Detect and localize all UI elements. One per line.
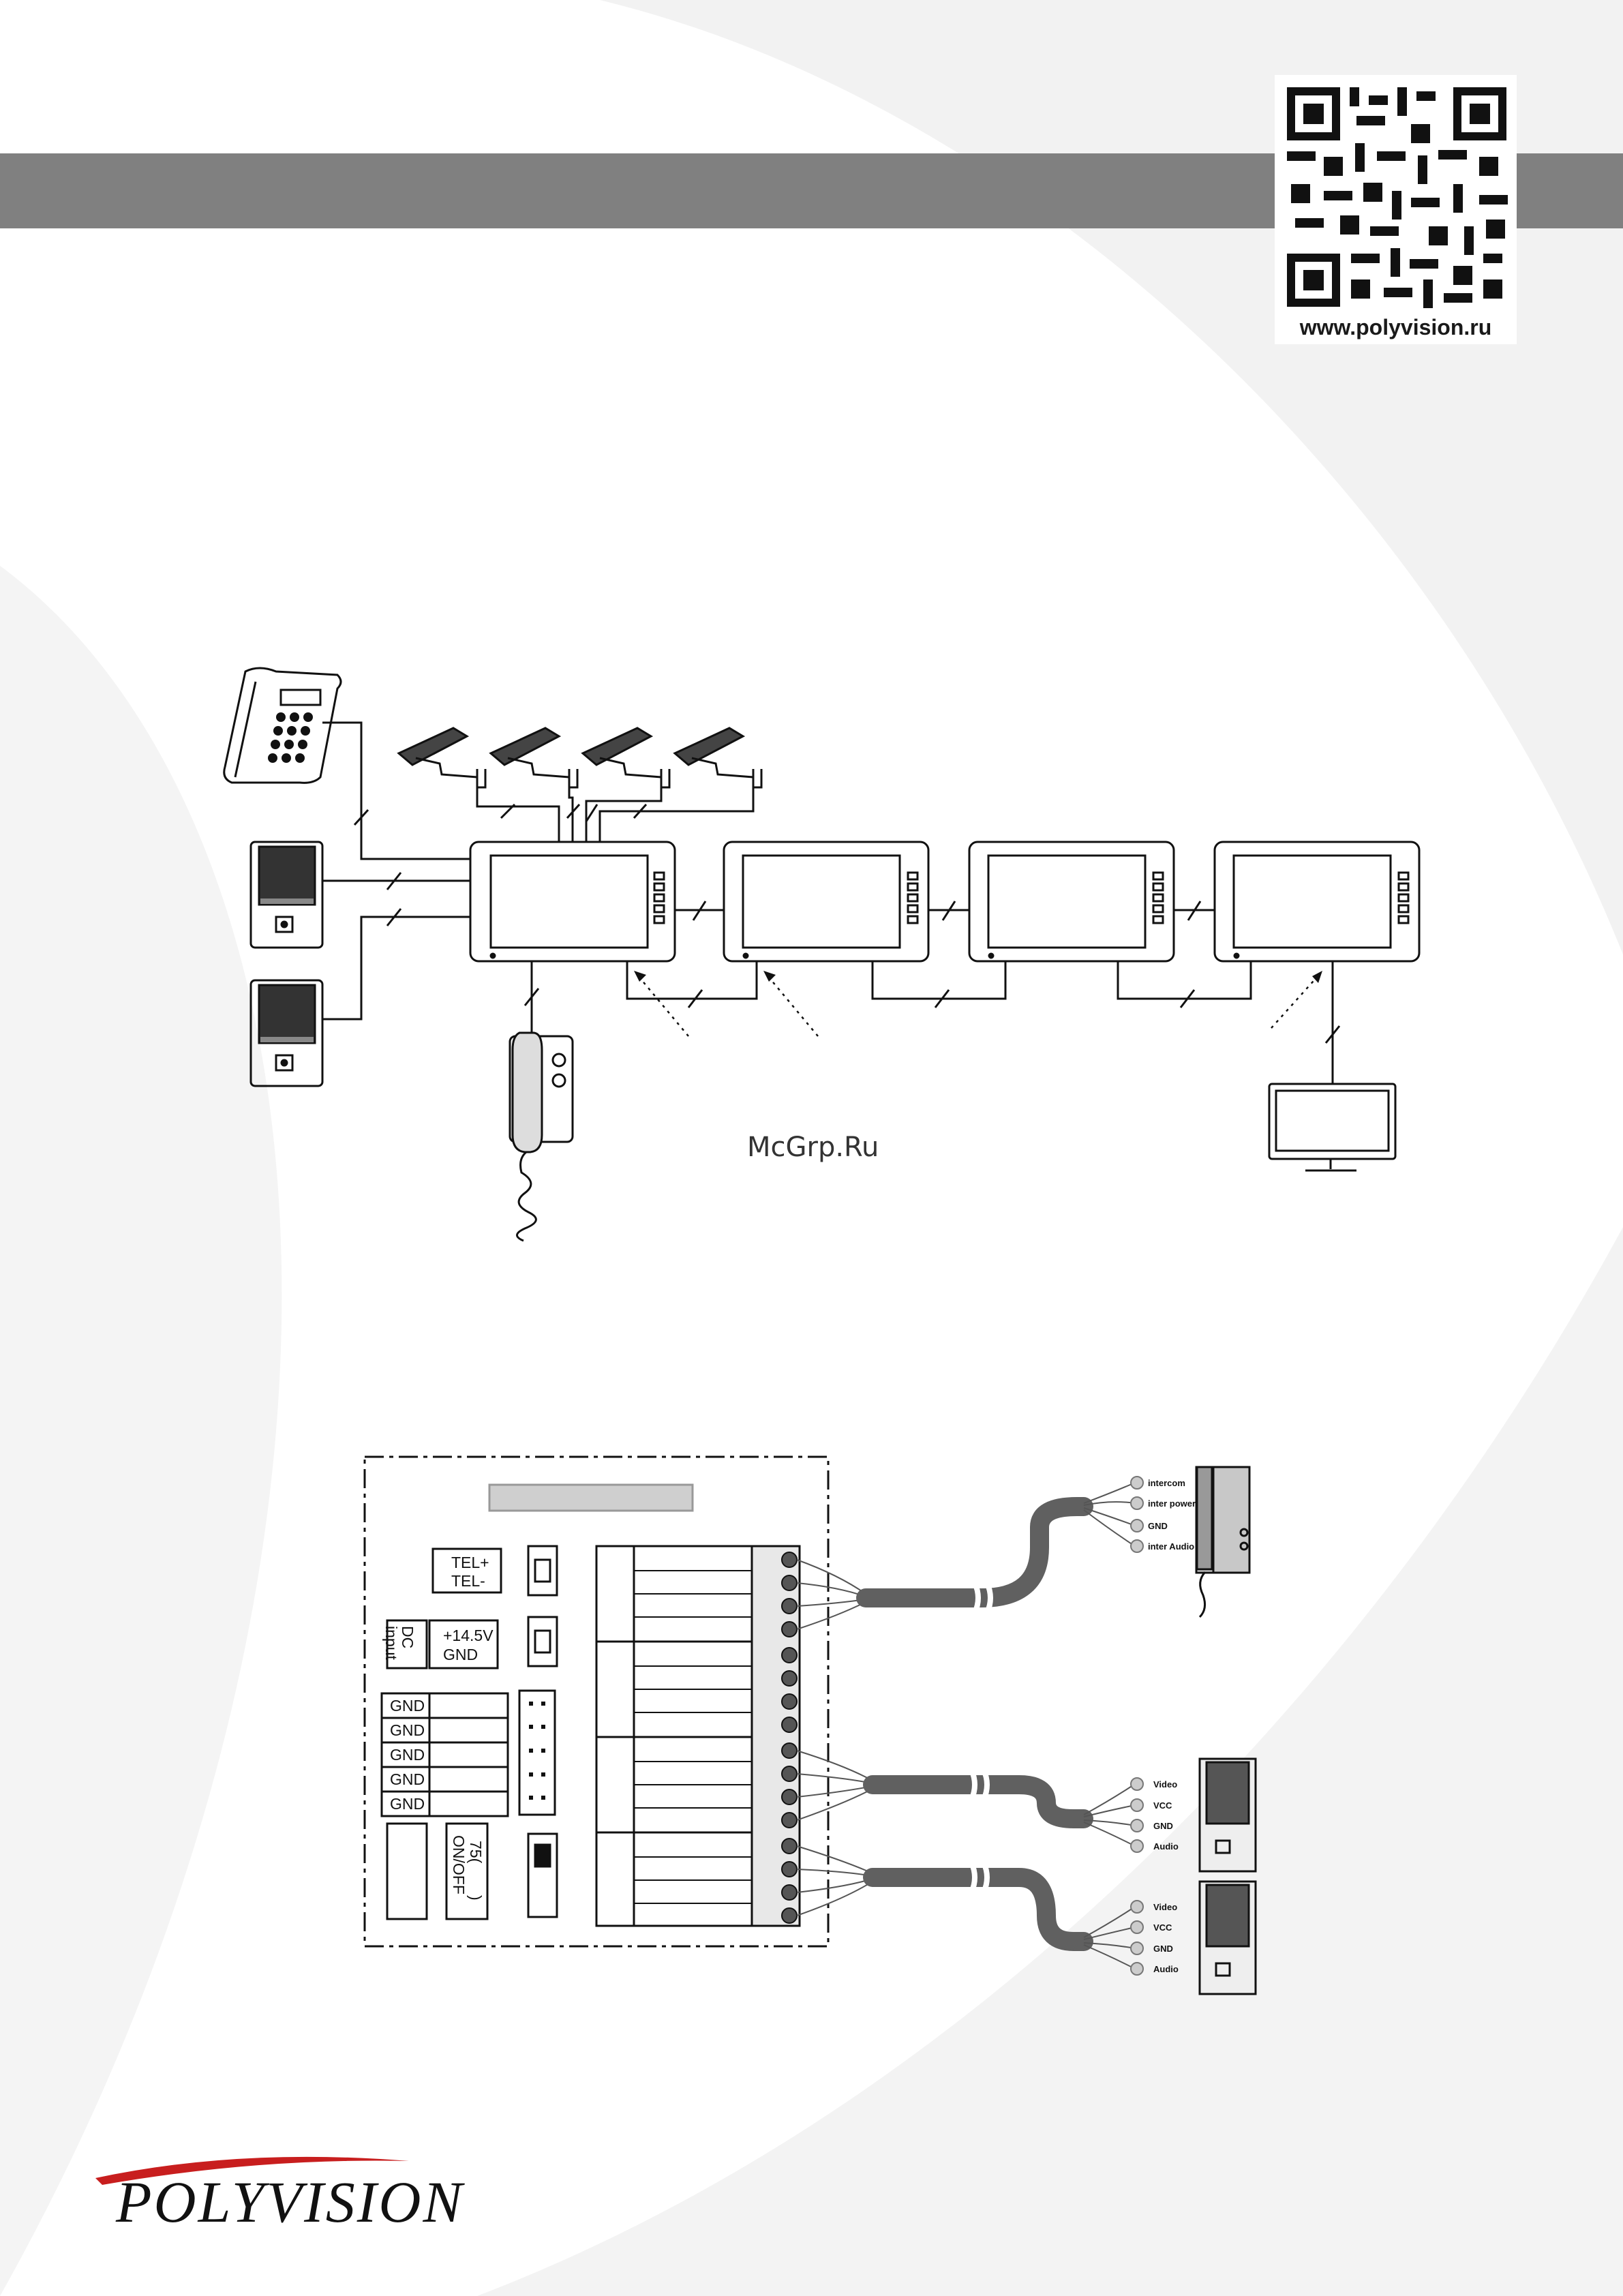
slave-monitor-icon-2 xyxy=(969,842,1174,961)
input-label: input xyxy=(382,1626,400,1660)
door-station-icon-2 xyxy=(251,980,322,1086)
gnd-label-5: GND xyxy=(390,1795,425,1813)
door-station-icon-4 xyxy=(1200,1882,1256,1994)
door-terminal-audio-1: Audio xyxy=(1153,1841,1179,1852)
tel-plus-label: TEL+ xyxy=(451,1554,489,1571)
brand-logo: POLYVISION xyxy=(116,2168,464,2236)
slave-monitor-icon-1 xyxy=(724,842,928,961)
door-terminal-gnd-2: GND xyxy=(1153,1944,1173,1954)
door-station-icon-3 xyxy=(1200,1759,1256,1871)
gnd-label-power: GND xyxy=(443,1646,478,1663)
camera-icon-4 xyxy=(675,728,761,787)
tv-monitor-icon xyxy=(1269,1084,1395,1170)
voltage-label: +14.5V xyxy=(443,1627,494,1644)
door-station-icon-1 xyxy=(251,842,322,948)
audio-handset-icon xyxy=(1196,1467,1249,1617)
door-terminal-vcc-1: VCC xyxy=(1153,1800,1172,1811)
indoor-handset-icon xyxy=(510,1033,573,1241)
panel-label-strip xyxy=(489,1485,693,1511)
door-terminal-video-1: Video xyxy=(1153,1779,1177,1789)
handset-terminal-1: intercom xyxy=(1148,1478,1185,1488)
dc-label: DC xyxy=(399,1626,416,1648)
gnd-label-4: GND xyxy=(390,1770,425,1788)
door-terminal-audio-2: Audio xyxy=(1153,1964,1179,1974)
telephone-icon xyxy=(224,668,341,783)
camera-icon-3 xyxy=(583,728,669,787)
tel-minus-label: TEL- xyxy=(451,1572,485,1590)
slave-monitor-icon-3 xyxy=(1215,842,1419,961)
handset-terminal-4: inter Audio xyxy=(1148,1541,1194,1552)
watermark-text: McGrp.Ru xyxy=(747,1132,879,1163)
camera-icon-2 xyxy=(491,728,577,787)
master-monitor-icon xyxy=(470,842,675,961)
door-terminal-video-2: Video xyxy=(1153,1902,1177,1912)
gnd-label-1: GND xyxy=(390,1697,425,1715)
door-terminal-gnd-1: GND xyxy=(1153,1821,1173,1831)
ohm-close-label: ) xyxy=(467,1895,485,1901)
on-off-label: ON/OFF xyxy=(450,1835,468,1894)
camera-icon-1 xyxy=(399,728,485,787)
handset-terminal-2: inter power xyxy=(1148,1498,1196,1509)
handset-terminal-3: GND xyxy=(1148,1521,1168,1531)
gnd-label-2: GND xyxy=(390,1721,425,1739)
ohm-label: 75( xyxy=(467,1841,485,1864)
gnd-label-3: GND xyxy=(390,1746,425,1764)
door-terminal-vcc-2: VCC xyxy=(1153,1922,1172,1933)
